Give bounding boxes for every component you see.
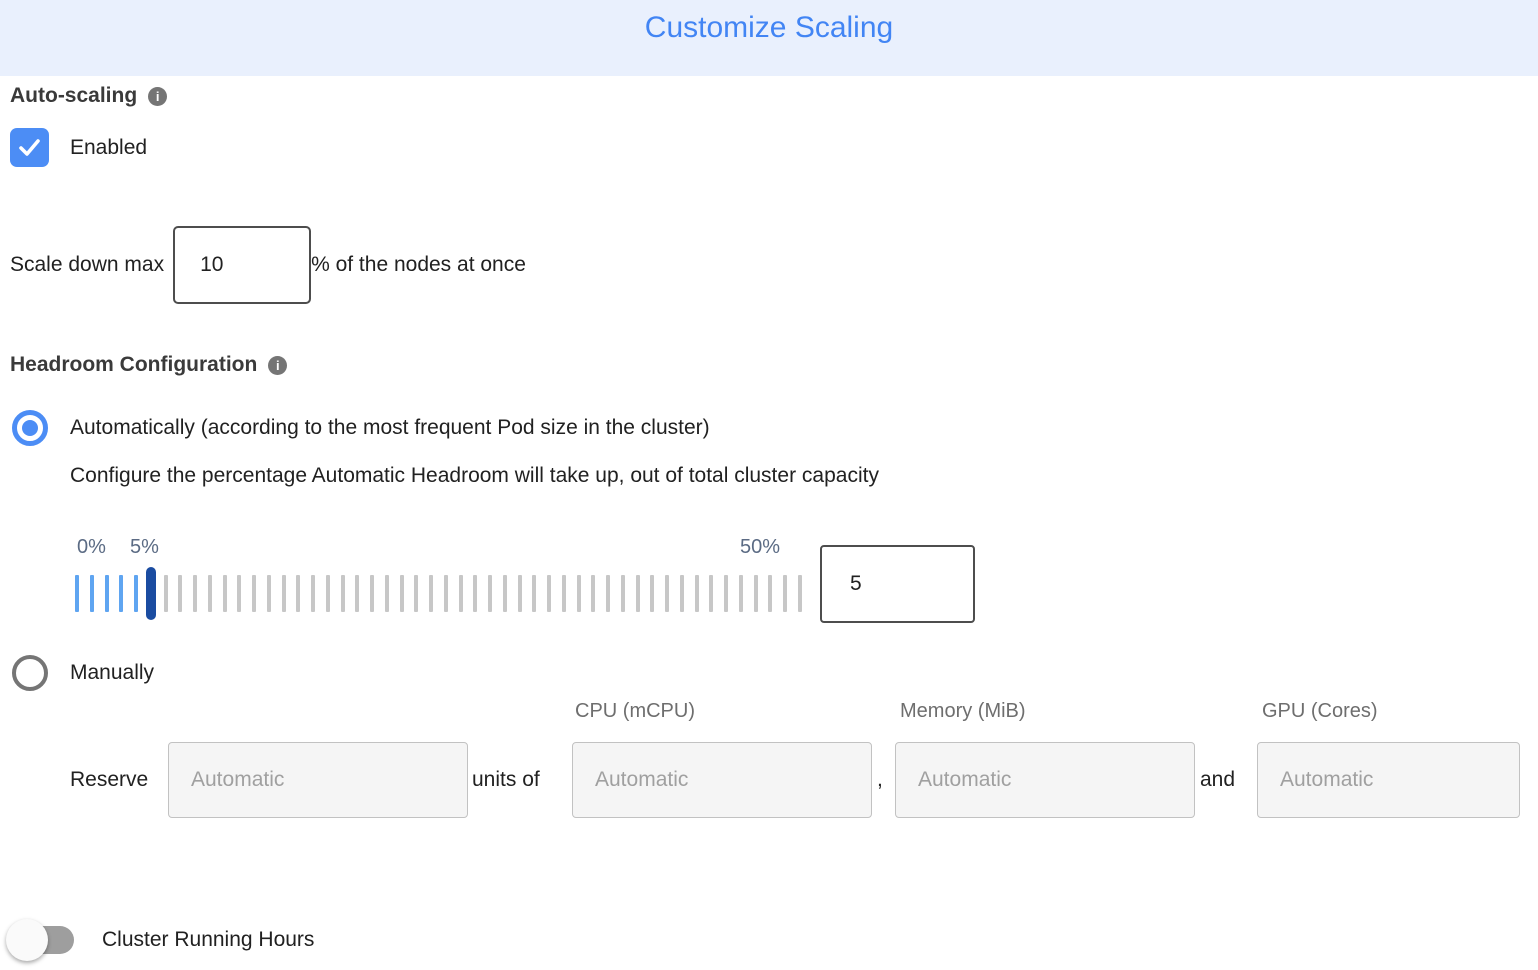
- slider-tick: [193, 575, 197, 612]
- slider-tick: [517, 575, 522, 612]
- slider-tick: [606, 575, 610, 612]
- cluster-running-hours-toggle[interactable]: [6, 917, 74, 963]
- headroom-automatic-label: Automatically (according to the most fre…: [70, 415, 710, 439]
- headroom-section-label: Headroom Configuration i: [10, 353, 1538, 377]
- cluster-running-hours-label: Cluster Running Hours: [102, 928, 315, 951]
- slider-tick: [384, 575, 389, 612]
- slider-tick: [488, 575, 492, 612]
- autoscaling-enabled-label: Enabled: [70, 135, 148, 159]
- reserve-memory-input[interactable]: [895, 742, 1195, 818]
- headroom-manually-radio[interactable]: [12, 654, 48, 691]
- headroom-manually-label: Manually: [70, 660, 155, 684]
- slider-tick: [458, 575, 463, 612]
- cpu-column-header: CPU (mCPU): [575, 700, 695, 722]
- slider-tick: [296, 575, 301, 612]
- reserve-label: Reserve: [70, 768, 149, 791]
- slider-tick: [665, 575, 669, 612]
- autoscaling-section-label: Auto-scaling i: [10, 84, 1538, 108]
- slider-tick: [753, 575, 758, 612]
- slider-tick: [443, 575, 448, 612]
- slider-tick: [75, 575, 79, 612]
- slider-tick: [237, 575, 242, 612]
- slider-tick: [679, 575, 684, 612]
- slider-tick: [281, 575, 286, 612]
- slider-tick: [355, 575, 360, 612]
- slider-tick: [797, 575, 802, 612]
- slider-tick: [252, 575, 256, 612]
- slider-tick: [591, 575, 596, 612]
- slider-tick: [473, 575, 478, 612]
- check-icon: [19, 139, 40, 156]
- units-of-label: units of: [472, 768, 540, 791]
- slider-tick: [709, 575, 714, 612]
- slider-min-label: 0%: [77, 536, 106, 558]
- autoscaling-enabled-checkbox[interactable]: [10, 128, 49, 167]
- headroom-configuration-label: Headroom Configuration: [10, 353, 258, 376]
- headroom-info-icon[interactable]: i: [268, 355, 288, 375]
- scale-down-max-label: Scale down max: [10, 253, 165, 276]
- scale-down-max-input[interactable]: [173, 226, 312, 304]
- slider-tick: [532, 575, 537, 612]
- headroom-slider: 0% 5% 50%: [75, 536, 802, 620]
- headroom-description: Configure the percentage Automatic Headr…: [70, 464, 879, 487]
- scale-down-max-suffix: % of the nodes at once: [311, 253, 526, 276]
- slider-tick: [620, 575, 625, 612]
- headroom-automatic-radio[interactable]: [12, 409, 48, 446]
- reserve-units-input[interactable]: [168, 742, 468, 818]
- slider-tick: [429, 575, 433, 612]
- slider-tick: [89, 575, 94, 612]
- slider-tick: [724, 575, 728, 612]
- slider-tick: [502, 575, 507, 612]
- slider-tick: [414, 575, 419, 612]
- slider-tick: [370, 575, 374, 612]
- slider-handle[interactable]: [145, 567, 156, 620]
- reserve-cpu-input[interactable]: [572, 742, 872, 818]
- slider-current-label: 5%: [130, 536, 159, 558]
- headroom-slider-ticks[interactable]: [75, 567, 802, 620]
- slider-max-label: 50%: [739, 536, 780, 558]
- slider-tick: [694, 575, 699, 612]
- autoscaling-info-icon[interactable]: i: [148, 86, 168, 106]
- slider-tick: [325, 575, 330, 612]
- reserve-gpu-input[interactable]: [1257, 742, 1520, 818]
- autoscaling-label: Auto-scaling: [10, 84, 138, 107]
- slider-tick: [266, 575, 271, 612]
- slider-tick: [738, 575, 743, 612]
- slider-tick: [561, 575, 566, 612]
- slider-tick: [340, 575, 345, 612]
- gpu-column-header: GPU (Cores): [1262, 700, 1378, 722]
- slider-tick: [104, 575, 109, 612]
- slider-tick: [399, 575, 404, 612]
- slider-tick: [635, 575, 640, 612]
- comma-separator: ,: [877, 768, 883, 791]
- slider-tick: [311, 575, 315, 612]
- and-separator: and: [1200, 768, 1236, 791]
- slider-tick: [547, 575, 551, 612]
- slider-tick: [207, 575, 212, 612]
- slider-tick: [783, 575, 787, 612]
- page-header: Customize Scaling: [0, 0, 1538, 76]
- memory-column-header: Memory (MiB): [900, 700, 1026, 722]
- slider-tick: [163, 575, 168, 612]
- toggle-knob: [6, 919, 48, 961]
- slider-tick: [119, 575, 124, 612]
- page-title: Customize Scaling: [644, 11, 894, 44]
- slider-tick: [178, 575, 183, 612]
- slider-tick: [768, 575, 773, 612]
- slider-tick: [222, 575, 227, 612]
- slider-tick: [134, 575, 138, 612]
- slider-tick: [576, 575, 581, 612]
- slider-tick: [650, 575, 655, 612]
- headroom-percentage-input[interactable]: [820, 545, 975, 623]
